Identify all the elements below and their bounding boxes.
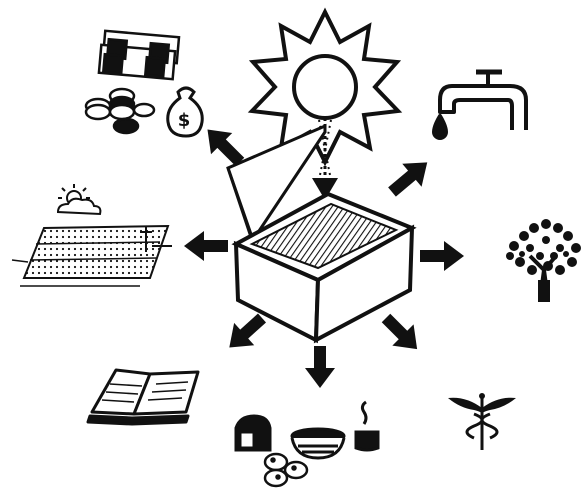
sun-icon [252, 12, 398, 162]
tree-icon [506, 219, 581, 302]
medical-caduceus-icon [448, 393, 516, 450]
open-book-icon [88, 370, 198, 424]
solar-cooker-box-icon [228, 126, 412, 340]
water-tap-icon [434, 72, 526, 138]
dollar-sign-text: $ [178, 110, 191, 131]
potatoes-icon [265, 454, 307, 486]
bowl-icon [292, 429, 344, 458]
arrow-upper-right [382, 151, 437, 204]
irrigated-farmland-icon [12, 184, 172, 286]
money-bag-icon: $ [168, 88, 203, 136]
food-icon [236, 402, 378, 486]
arrow-lower-right [375, 307, 427, 359]
arrow-down [305, 346, 335, 388]
arrow-left [184, 231, 228, 261]
bread-icon [236, 416, 270, 450]
money-icon: $ [86, 31, 202, 136]
cup-icon [356, 402, 378, 450]
arrow-right [420, 241, 464, 271]
